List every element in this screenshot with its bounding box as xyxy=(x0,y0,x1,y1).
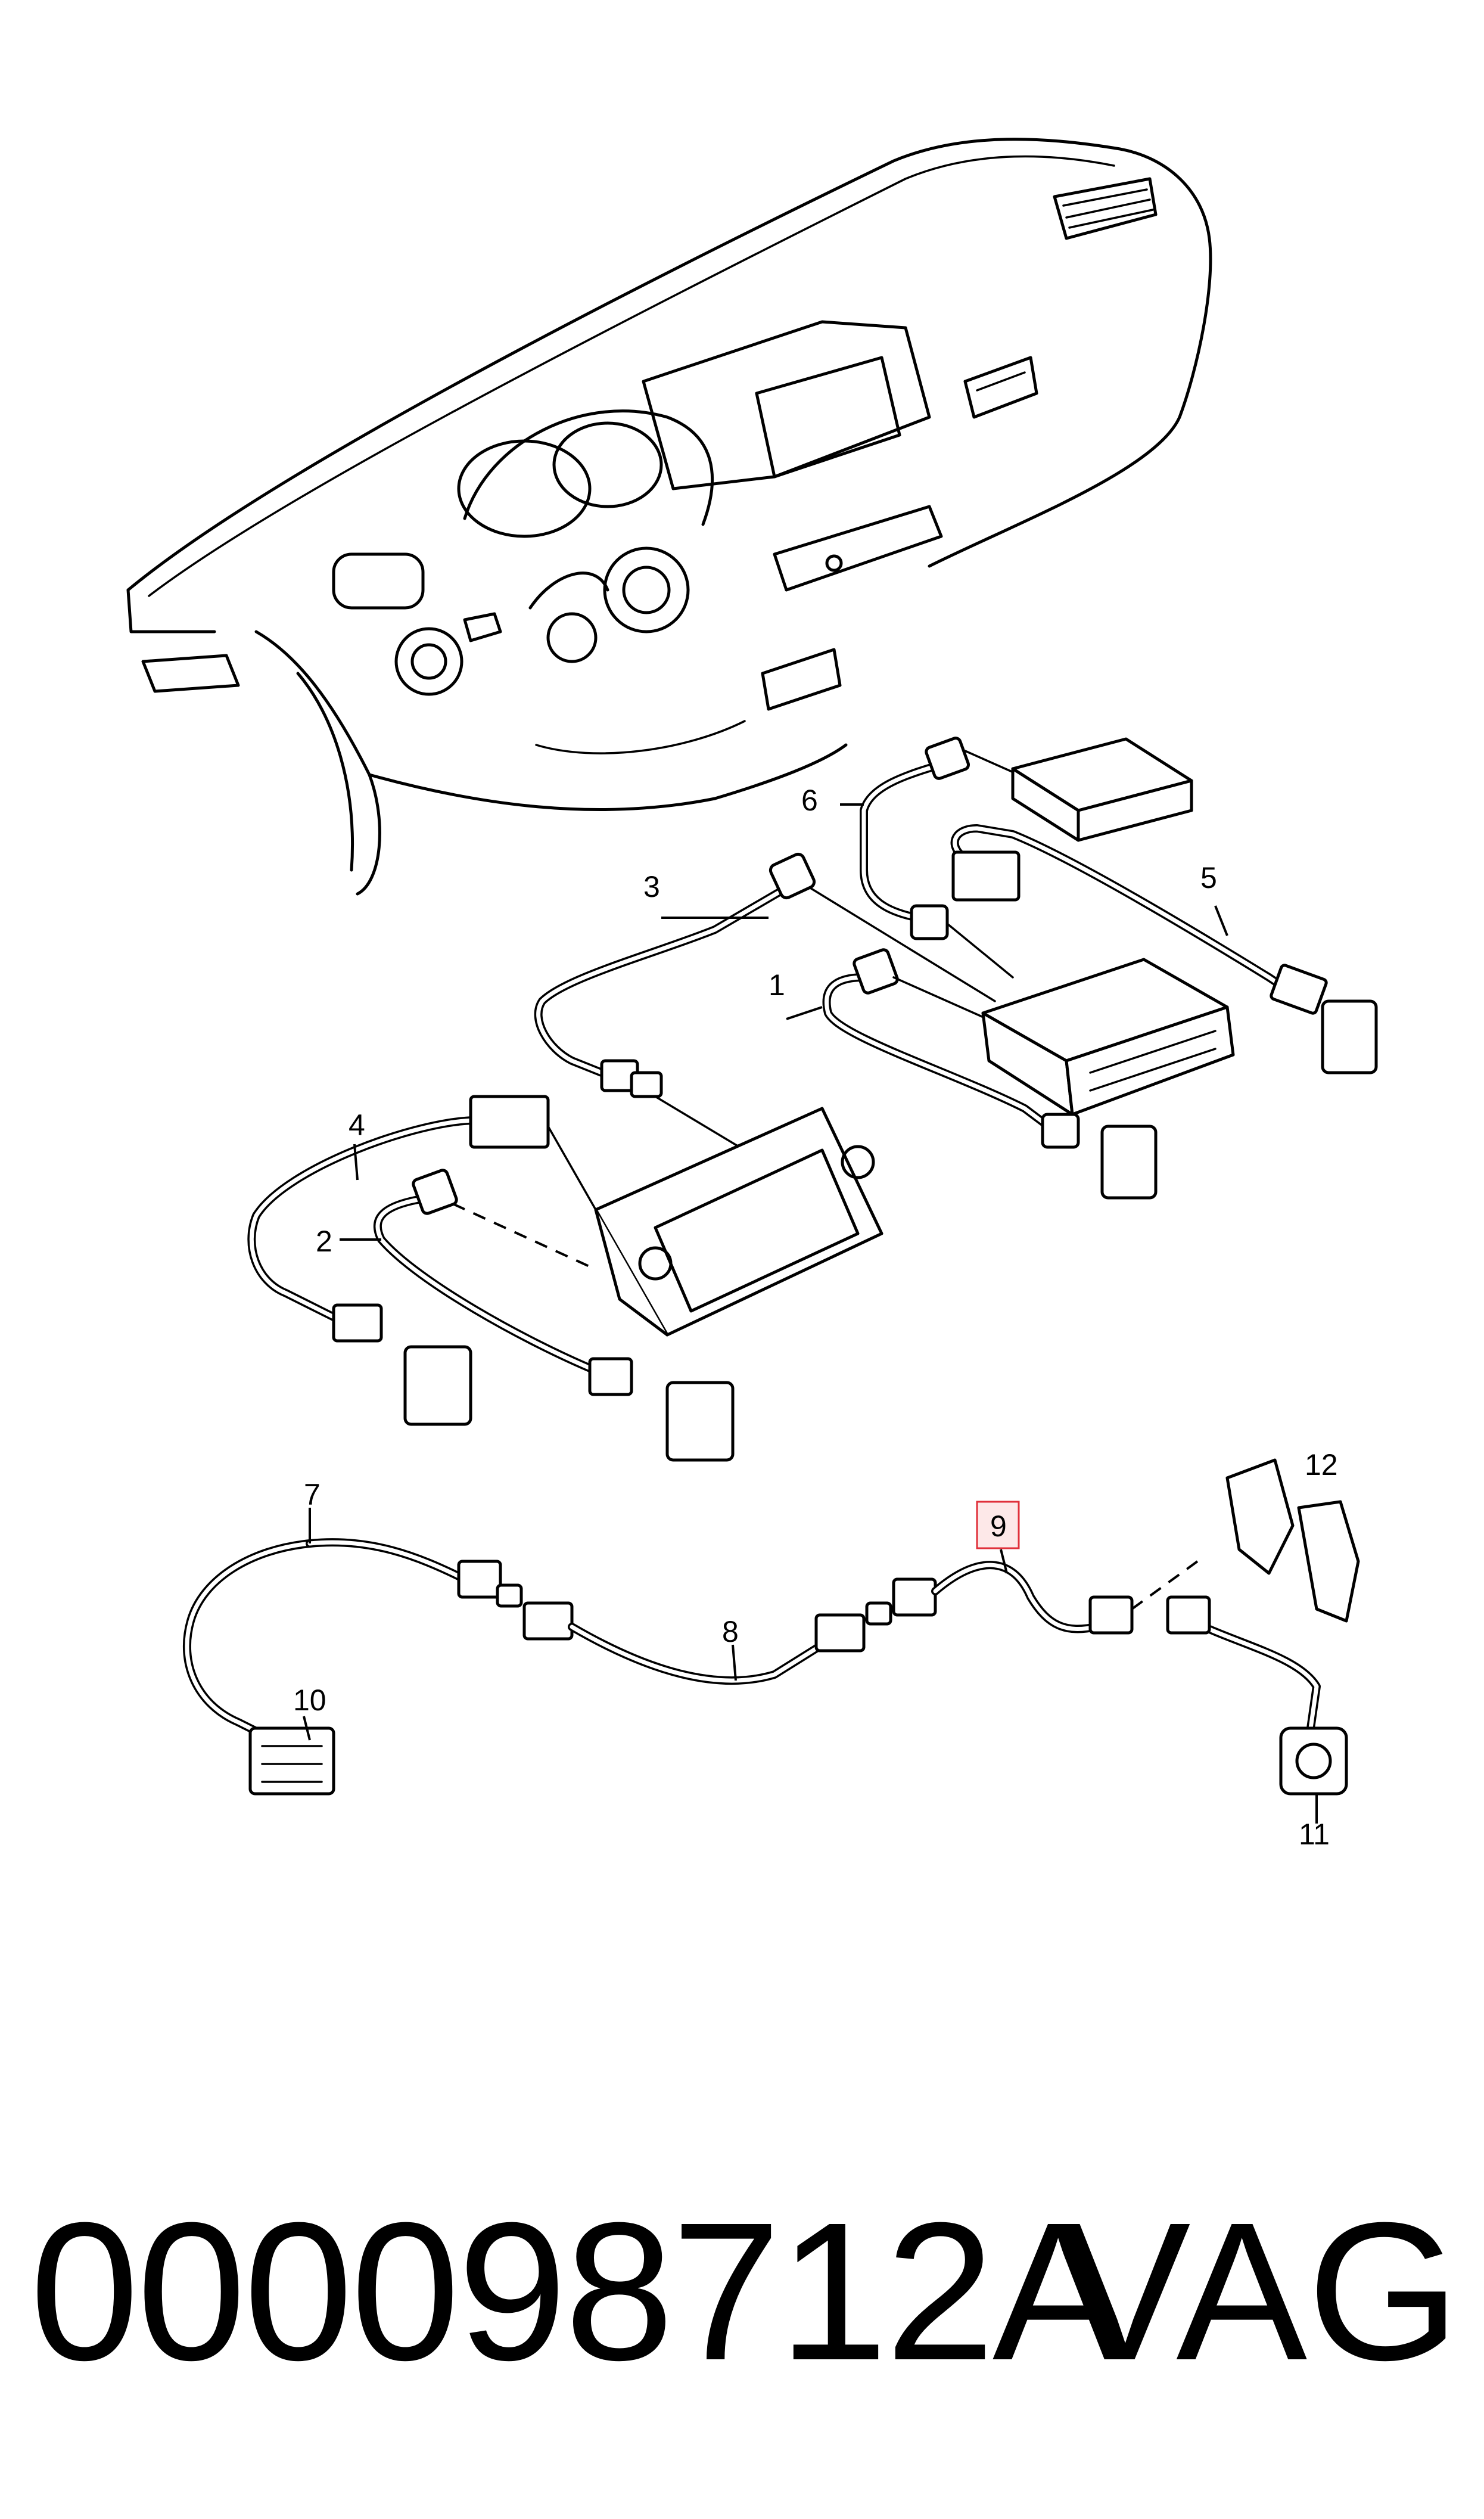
part-number: 000098712A xyxy=(30,2181,1124,2401)
callout-5: 5 xyxy=(1200,861,1217,894)
callout-2: 2 xyxy=(316,1225,332,1258)
callout-10: 10 xyxy=(293,1684,326,1717)
callout-1: 1 xyxy=(769,968,785,1002)
usb-port-5 xyxy=(1321,999,1378,1074)
callout-8: 8 xyxy=(722,1615,739,1648)
callout-3: 3 xyxy=(643,870,660,903)
brand-label: VAG xyxy=(1059,2181,1460,2401)
usb-port-4 xyxy=(403,1345,472,1426)
callout-7: 7 xyxy=(304,1478,321,1511)
bracket-12 xyxy=(1225,1458,1295,1575)
callout-11: 11 xyxy=(1299,1818,1330,1851)
dashboard-illustration xyxy=(126,138,1212,896)
module-unit-top xyxy=(1011,737,1193,842)
callout-6: 6 xyxy=(801,784,818,817)
connector-10 xyxy=(248,1726,335,1796)
radio-wiring-group xyxy=(247,737,1378,1462)
callout-9: 9 xyxy=(990,1509,1007,1543)
radio-unit xyxy=(981,958,1235,1116)
usb-port-1 xyxy=(1100,1125,1158,1200)
camera-unit xyxy=(1279,1726,1348,1796)
head-unit-display xyxy=(594,1107,883,1337)
callout-labels: 3 1 6 5 4 2 7 8 9 10 11 12 xyxy=(293,784,1338,1851)
callout-4: 4 xyxy=(349,1108,365,1142)
callout-9-highlight xyxy=(976,1501,1020,1549)
callout-12: 12 xyxy=(1305,1448,1338,1481)
usb-port-2 xyxy=(665,1381,735,1462)
camera-wiring-group xyxy=(182,1458,1360,1796)
